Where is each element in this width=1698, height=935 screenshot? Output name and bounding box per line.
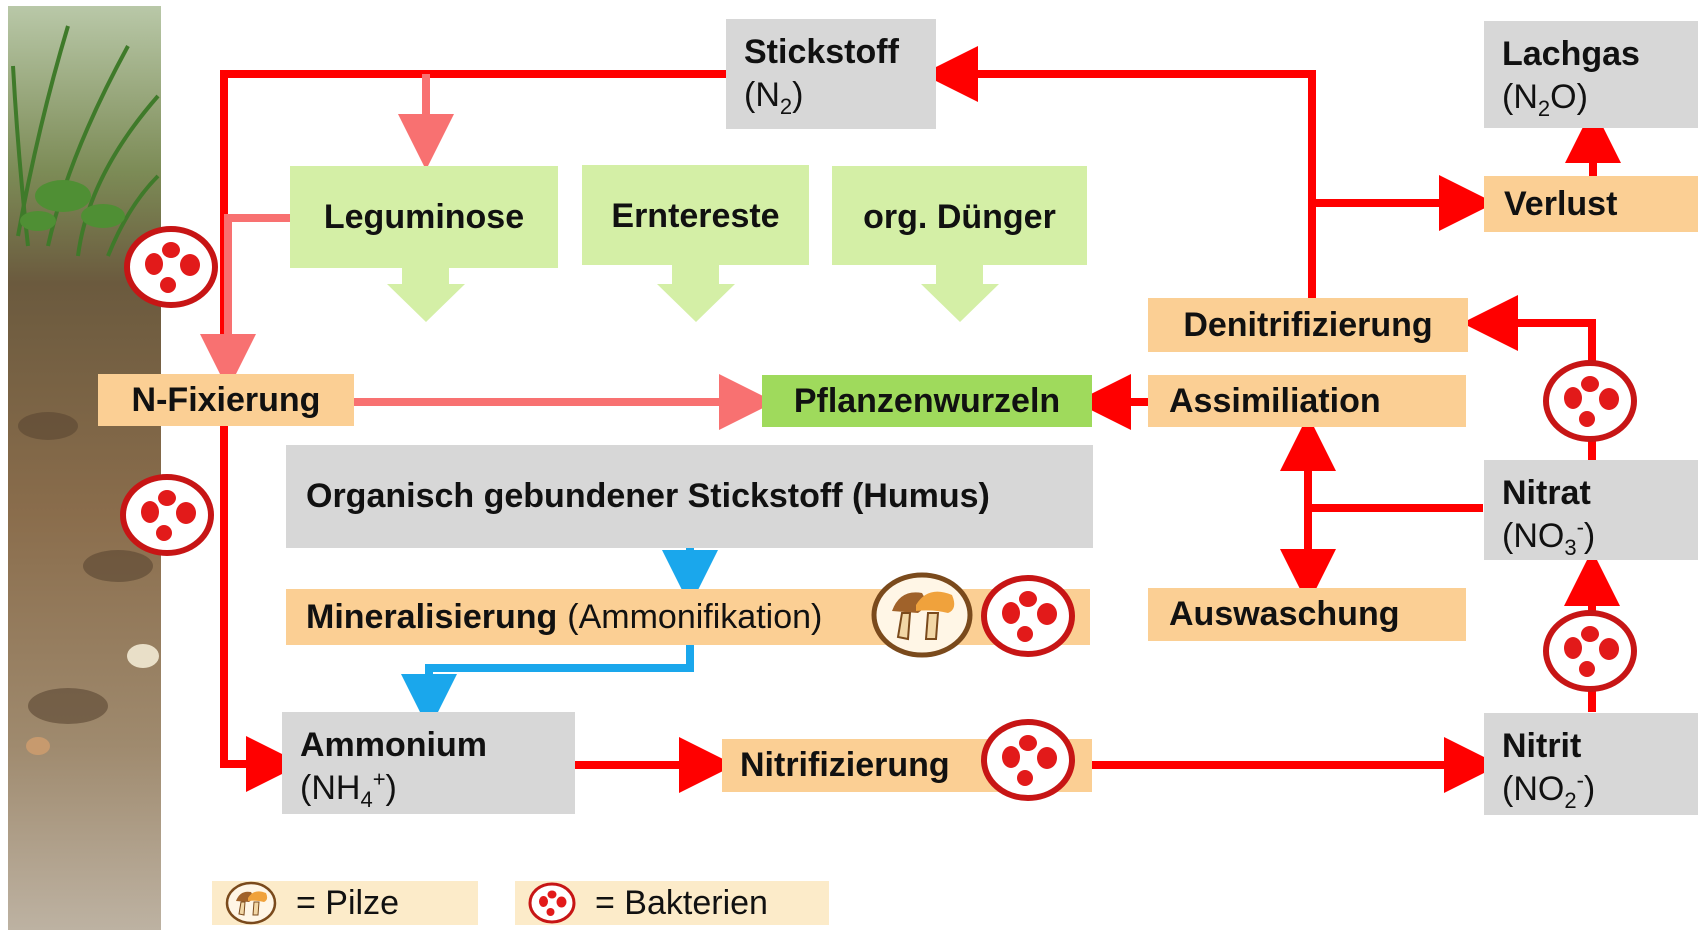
node-mineralisierung-normal: (Ammonifikation) xyxy=(567,597,823,636)
node-stickstoff-title: Stickstoff xyxy=(744,33,899,71)
node-ammonium-title: Ammonium xyxy=(300,726,487,764)
node-pflanzenwurzeln: Pflanzenwurzeln xyxy=(762,375,1092,427)
node-nitrat-title: Nitrat xyxy=(1502,474,1591,512)
node-nitrifizierung: Nitrifizierung xyxy=(722,739,1092,792)
node-auswaschung: Auswaschung xyxy=(1148,588,1466,641)
node-nitrit-formula: (NO2-) xyxy=(1502,767,1596,813)
node-n-fixierung: N-Fixierung xyxy=(98,374,354,426)
node-stickstoff: Stickstoff (N2) xyxy=(726,19,936,129)
node-erntereste: Erntereste xyxy=(582,165,809,265)
soil-photo xyxy=(8,6,161,930)
node-nitrit: Nitrit (NO2-) xyxy=(1484,713,1698,815)
node-mineralisierung-bold: Mineralisierung xyxy=(306,597,558,636)
node-stickstoff-formula: (N2) xyxy=(744,75,804,119)
legend-pilze-label: = Pilze xyxy=(296,883,399,922)
bacteria-icon xyxy=(1546,613,1634,689)
node-nitrat-formula: (NO3-) xyxy=(1502,514,1596,560)
arrow-green-duenger xyxy=(921,265,999,322)
node-denitrifizierung: Denitrifizierung xyxy=(1148,298,1468,352)
node-nitrifizierung-label: Nitrifizierung xyxy=(740,746,950,785)
node-lachgas: Lachgas (N2O) xyxy=(1484,21,1698,128)
node-verlust-label: Verlust xyxy=(1504,184,1618,223)
legend-bakterien: = Bakterien xyxy=(515,881,829,925)
node-assimiliation: Assimiliation xyxy=(1148,375,1466,427)
node-humus: Organisch gebundener Stickstoff (Humus) xyxy=(286,445,1093,548)
node-humus-label: Organisch gebundener Stickstoff (Humus) xyxy=(306,477,990,516)
arrow-mineralisierung-to-ammonium xyxy=(401,645,694,730)
legend-bakterien-label: = Bakterien xyxy=(595,883,768,922)
legend-pilze: = Pilze xyxy=(212,881,478,925)
node-n-fixierung-label: N-Fixierung xyxy=(131,380,321,419)
node-ammonium: Ammonium (NH4+) xyxy=(282,712,575,814)
node-verlust: Verlust xyxy=(1484,176,1698,232)
node-leguminose: Leguminose xyxy=(290,166,558,268)
node-org-duenger-label: org. Dünger xyxy=(863,198,1056,236)
node-ammonium-formula: (NH4+) xyxy=(300,766,397,812)
node-lachgas-formula: (N2O) xyxy=(1502,77,1588,121)
node-nitrit-title: Nitrit xyxy=(1502,727,1582,765)
arrow-leguminose-to-nfixierung xyxy=(200,214,290,390)
node-assimiliation-label: Assimiliation xyxy=(1169,381,1381,420)
node-org-duenger: org. Dünger xyxy=(832,166,1087,265)
node-lachgas-title: Lachgas xyxy=(1502,35,1640,73)
node-leguminose-label: Leguminose xyxy=(323,197,525,236)
node-pflanzenwurzeln-label: Pflanzenwurzeln xyxy=(793,381,1061,420)
arrow-green-leguminose xyxy=(387,265,465,322)
bacteria-icon xyxy=(1546,363,1634,439)
node-denitrifizierung-label: Denitrifizierung xyxy=(1183,305,1433,344)
arrow-nitrat-to-denitrifizierung xyxy=(1462,295,1596,460)
node-auswaschung-label: Auswaschung xyxy=(1169,595,1400,634)
node-mineralisierung: Mineralisierung (Ammonifikation) xyxy=(286,589,1090,645)
arrow-green-erntereste xyxy=(657,265,735,322)
node-erntereste-label: Erntereste xyxy=(611,197,780,235)
node-nitrat: Nitrat (NO3-) xyxy=(1484,460,1698,560)
